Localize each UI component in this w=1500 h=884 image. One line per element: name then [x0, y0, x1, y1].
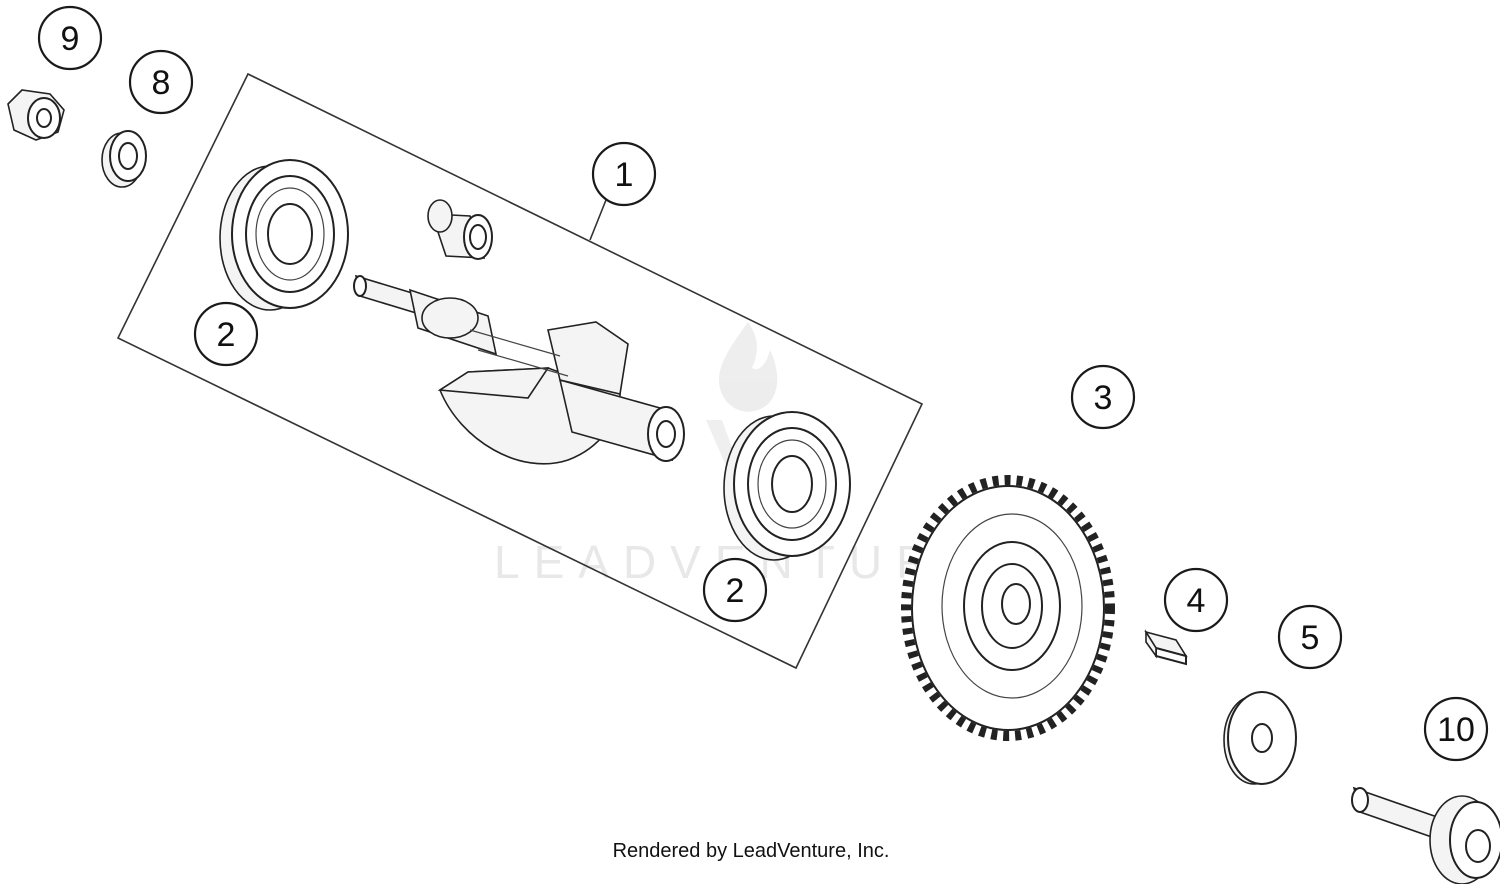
watermark-flame-icon: [718, 322, 778, 412]
callout-9[interactable]: 9: [37, 5, 103, 71]
callout-label-8: 8: [152, 64, 171, 102]
leader-1: [589, 199, 607, 241]
callout-label-1: 1: [615, 156, 634, 194]
callout-label-5: 5: [1301, 619, 1320, 657]
callout-label-10: 10: [1437, 711, 1475, 749]
callout-5[interactable]: 5: [1277, 604, 1343, 670]
credit-text: Rendered by LeadVenture, Inc.: [612, 840, 890, 862]
gear-part-3: [901, 475, 1115, 741]
sleeve-bushing: [427, 199, 493, 260]
callout-3[interactable]: 3: [1070, 364, 1136, 430]
callout-label-2-right: 2: [726, 572, 745, 610]
nut-part-9: [7, 89, 65, 141]
callout-2-left[interactable]: 2: [193, 301, 259, 367]
callout-label-3: 3: [1094, 379, 1113, 417]
callout-label-4: 4: [1187, 582, 1206, 620]
credit-line: Rendered by LeadVenture, Inc.: [0, 840, 1500, 863]
callout-label-2-left: 2: [217, 316, 236, 354]
callout-1[interactable]: 1: [591, 141, 657, 207]
callout-10[interactable]: 10: [1423, 696, 1489, 762]
balancer-shaft: [353, 274, 685, 465]
bearing-left-part-2: [219, 159, 349, 311]
key-part-4: [1144, 629, 1188, 666]
washer-part-5: [1223, 691, 1297, 785]
callout-4[interactable]: 4: [1163, 567, 1229, 633]
callout-label-9: 9: [61, 20, 80, 58]
bolt-part-10: [1351, 786, 1500, 884]
bearing-right-part-2: [723, 411, 851, 561]
callout-2-right[interactable]: 2: [702, 557, 768, 623]
assembly-outline: [116, 72, 924, 670]
callout-8[interactable]: 8: [128, 49, 194, 115]
washer-part-8: [101, 130, 147, 188]
